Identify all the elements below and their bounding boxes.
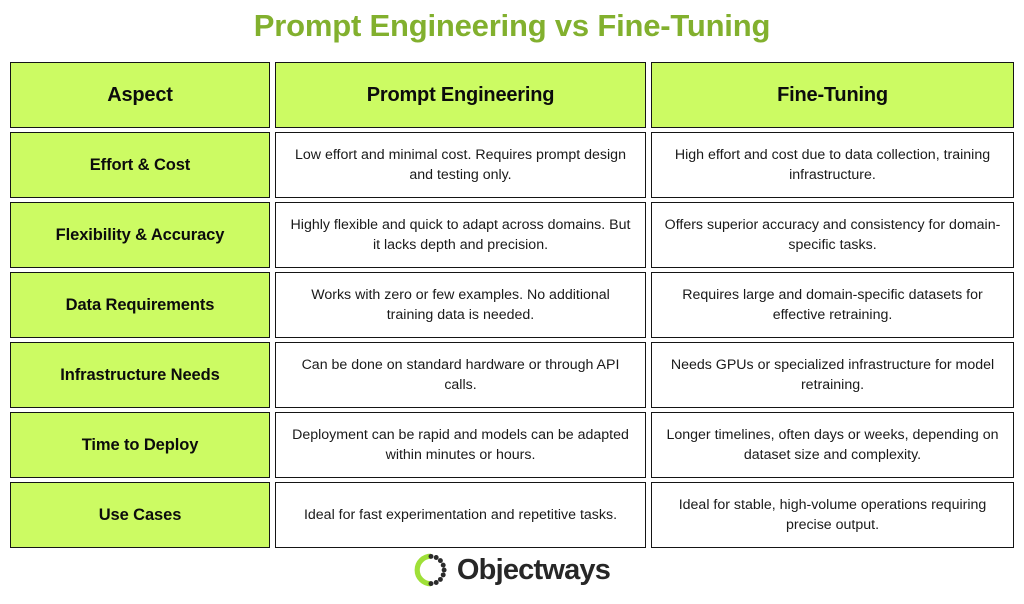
objectways-ring-icon xyxy=(414,553,447,587)
header-cell-prompt-engineering: Prompt Engineering xyxy=(275,62,646,128)
cell-prompt-engineering: Ideal for fast experimentation and repet… xyxy=(275,482,646,548)
cell-text: Works with zero or few examples. No addi… xyxy=(311,287,610,323)
header-cell-fine-tuning: Fine-Tuning xyxy=(651,62,1014,128)
cell-prompt-engineering: Works with zero or few examples. No addi… xyxy=(275,272,646,338)
cell-aspect: Data Requirements xyxy=(10,272,270,338)
cell-text: Longer timelines, often days or weeks, d… xyxy=(666,427,999,463)
table-row: Use Cases Ideal for fast experimentation… xyxy=(10,482,1014,548)
cell-text: Can be done on standard hardware or thro… xyxy=(301,357,620,393)
cell-prompt-engineering: Low effort and minimal cost. Requires pr… xyxy=(275,132,646,198)
table-row: Infrastructure Needs Can be done on stan… xyxy=(10,342,1014,408)
cell-prompt-engineering: Can be done on standard hardware or thro… xyxy=(275,342,646,408)
cell-aspect: Infrastructure Needs xyxy=(10,342,270,408)
table-row: Effort & Cost Low effort and minimal cos… xyxy=(10,132,1014,198)
table-row: Flexibility & Accuracy Highly flexible a… xyxy=(10,202,1014,268)
brand-name: Objectways xyxy=(456,554,611,586)
cell-aspect: Use Cases xyxy=(10,482,270,548)
table-row: Data Requirements Works with zero or few… xyxy=(10,272,1014,338)
table-header-row: Aspect Prompt Engineering Fine-Tuning xyxy=(10,62,1014,128)
comparison-table: Aspect Prompt Engineering Fine-Tuning Ef… xyxy=(10,62,1014,548)
table-row: Time to Deploy Deployment can be rapid a… xyxy=(10,412,1014,478)
cell-text: Ideal for stable, high-volume operations… xyxy=(678,497,987,533)
cell-text: Requires large and domain-specific datas… xyxy=(682,287,983,323)
cell-text: Ideal for fast experimentation and repet… xyxy=(303,507,618,523)
cell-aspect: Effort & Cost xyxy=(10,132,270,198)
cell-text: Offers superior accuracy and consistency… xyxy=(664,217,1001,253)
header-cell-aspect: Aspect xyxy=(10,62,270,128)
footer-logo: Objectways xyxy=(0,553,1024,587)
cell-fine-tuning: High effort and cost due to data collect… xyxy=(651,132,1014,198)
cell-text: Low effort and minimal cost. Requires pr… xyxy=(295,147,626,183)
cell-aspect: Flexibility & Accuracy xyxy=(10,202,270,268)
cell-prompt-engineering: Deployment can be rapid and models can b… xyxy=(275,412,646,478)
cell-fine-tuning: Ideal for stable, high-volume operations… xyxy=(651,482,1014,548)
cell-text: Deployment can be rapid and models can b… xyxy=(292,427,629,463)
page-title: Prompt Engineering vs Fine-Tuning xyxy=(253,8,771,43)
cell-fine-tuning: Requires large and domain-specific datas… xyxy=(651,272,1014,338)
cell-fine-tuning: Offers superior accuracy and consistency… xyxy=(651,202,1014,268)
cell-aspect: Time to Deploy xyxy=(10,412,270,478)
cell-text: Highly flexible and quick to adapt acros… xyxy=(290,217,631,253)
cell-prompt-engineering: Highly flexible and quick to adapt acros… xyxy=(275,202,646,268)
cell-fine-tuning: Longer timelines, often days or weeks, d… xyxy=(651,412,1014,478)
cell-text: High effort and cost due to data collect… xyxy=(674,147,991,183)
cell-fine-tuning: Needs GPUs or specialized infrastructure… xyxy=(651,342,1014,408)
cell-text: Needs GPUs or specialized infrastructure… xyxy=(670,357,995,393)
